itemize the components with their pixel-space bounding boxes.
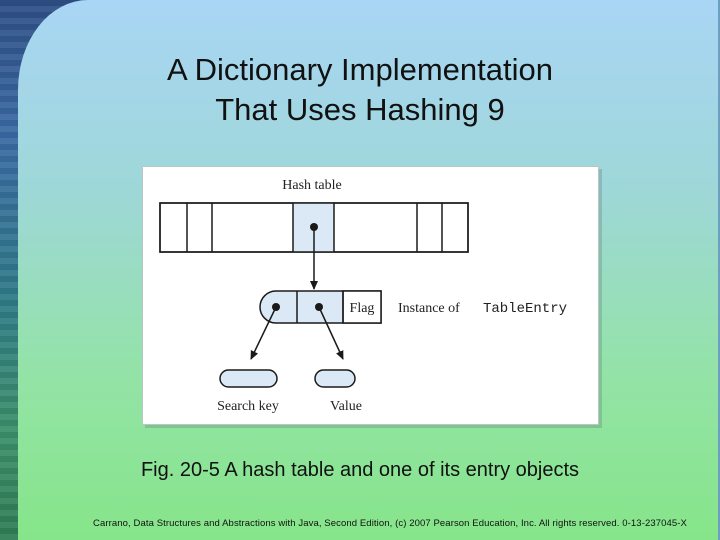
hash-table-label: Hash table <box>282 178 341 193</box>
instance-of-label: Instance of <box>398 301 460 316</box>
entry-to-value-arrow <box>318 306 344 360</box>
entry-to-key-arrow <box>250 306 277 360</box>
search-key-label: Search key <box>217 399 279 414</box>
flag-label: Flag <box>350 301 375 316</box>
hash-table-array <box>159 202 469 253</box>
flag-field <box>342 290 382 324</box>
table-entry-class-name: TableEntry <box>483 301 567 317</box>
copyright-footer: Carrano, Data Structures and Abstraction… <box>93 518 687 529</box>
table-entry-instance <box>259 290 382 324</box>
figure-caption: Fig. 20-5 A hash table and one of its en… <box>140 459 580 481</box>
diagram-canvas: Hash table Flag Instance of TableEn <box>159 178 567 414</box>
slide-title: A Dictionary Implementation That Uses Ha… <box>100 50 620 130</box>
value-object <box>314 369 356 388</box>
hash-table-diagram: Hash table Flag Instance of TableEn <box>142 166 599 425</box>
value-label: Value <box>330 399 362 414</box>
slide-title-line-2: That Uses Hashing 9 <box>215 92 505 127</box>
slide-title-line-1: A Dictionary Implementation <box>167 52 553 87</box>
search-key-object <box>219 369 278 388</box>
